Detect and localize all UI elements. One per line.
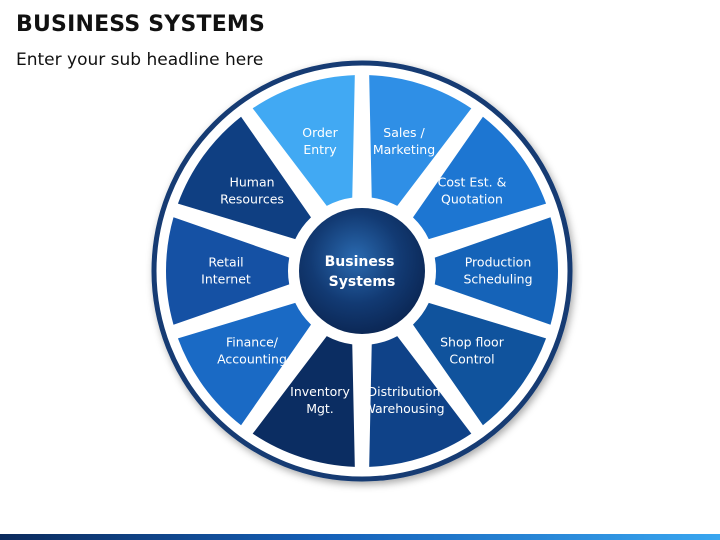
segment-label-line: Shop floor [440,334,505,349]
hub-label-line-1: Business [325,254,395,270]
segment-label-line: Entry [303,142,337,157]
segment-sales-marketing [369,75,472,206]
wheel-segments [166,75,558,467]
segment-order-entry [252,75,355,206]
segment-label-line: Warehousing [363,401,444,416]
segment-label-line: Scheduling [463,272,532,287]
segment-label-line: Order [302,125,338,140]
segment-label-line: Retail [208,255,243,270]
segment-label-line: Control [449,351,494,366]
hub-label-line-2: Systems [329,274,396,290]
page-subtitle: Enter your sub headline here [16,50,264,70]
segment-label-line: Finance/ [226,334,279,349]
segment-distribution-warehousing [369,336,472,467]
segment-inventory-mgt [252,336,355,467]
segment-shop-floor-control [412,302,547,426]
segment-label-line: Cost Est. & [438,175,507,190]
segment-label-line: Marketing [373,142,435,157]
segment-finance-accounting [177,302,312,426]
segment-label-line: Sales / [383,125,425,140]
segment-cost-estimate [412,116,547,240]
segment-retail-internet [166,217,290,325]
page-title: BUSINESS SYSTEMS [16,12,266,37]
segment-label-line: Production [465,255,532,270]
segment-human-resources [177,116,312,240]
segment-label-line: Distribution [368,384,441,399]
hub-label: Business Systems [325,254,400,290]
center-hub: Business Systems [294,203,430,339]
hub-circle [299,208,425,334]
segment-label-line: Accounting [217,351,287,366]
segment-label-line: Human [229,175,274,190]
segment-production-scheduling [434,217,558,325]
bottom-accent-bar [0,534,720,540]
segment-label-line: Quotation [441,192,503,207]
segment-label-finance-accounting: Finance/Accounting [217,334,287,366]
segment-label-line: Mgt. [306,401,334,416]
segment-label-cost-estimate: Cost Est. & Quotation [438,175,507,207]
segment-label-sales-marketing: Sales / Marketing [373,125,435,157]
segment-label-line: Resources [220,192,284,207]
segment-label-line: Internet [201,272,251,287]
segment-label-line: Inventory [290,384,350,399]
